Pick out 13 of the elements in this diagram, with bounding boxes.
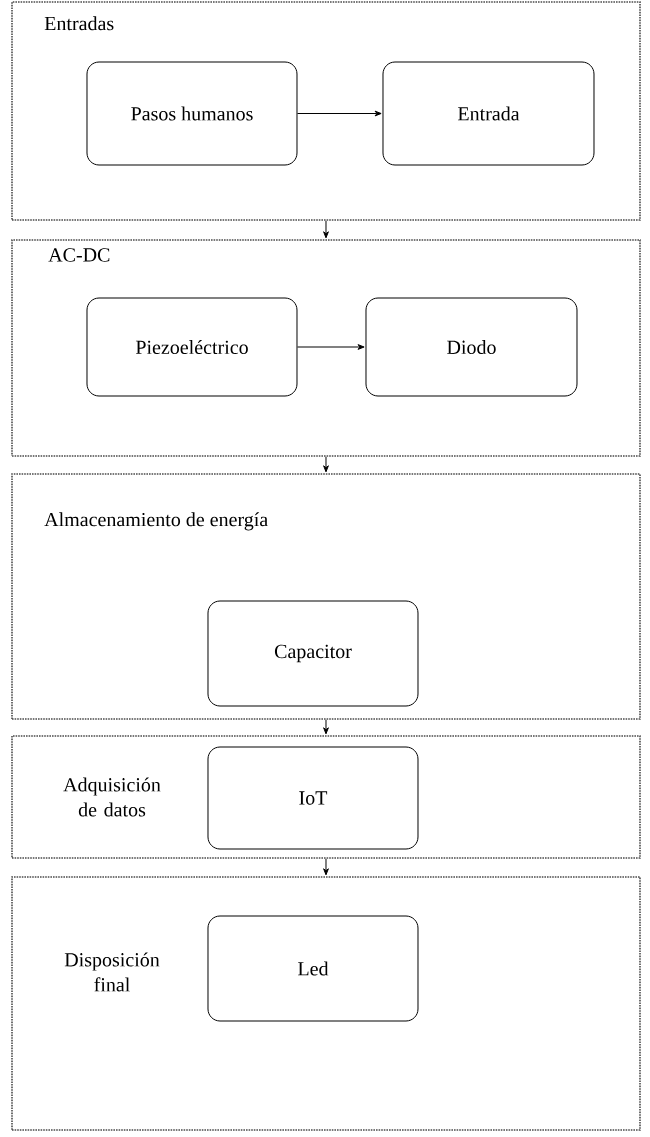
process-box: Piezoeléctrico	[86, 297, 298, 397]
arrow	[323, 719, 329, 735]
arrow	[297, 344, 365, 350]
process-box: Pasos humanos	[86, 61, 298, 166]
arrow	[297, 110, 382, 117]
arrow	[323, 220, 329, 239]
arrow	[323, 456, 329, 473]
process-box: Capacitor	[207, 600, 419, 707]
process-box: IoT	[207, 746, 419, 850]
process-box: Diodo	[365, 297, 578, 397]
arrow	[323, 858, 329, 876]
process-box: Led	[207, 915, 419, 1022]
process-box: Entrada	[382, 61, 595, 166]
